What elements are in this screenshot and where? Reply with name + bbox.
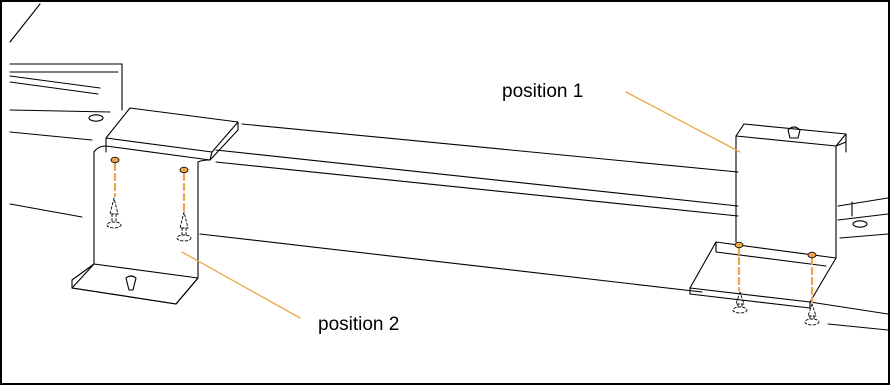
- screw-right-2: [804, 303, 820, 326]
- screw-paths: [113, 162, 814, 304]
- screws: [106, 197, 820, 326]
- label-position-2: position 2: [318, 314, 399, 335]
- bracket-position-1: [689, 123, 847, 309]
- screw-left-2: [176, 211, 192, 242]
- hole-right-2: [807, 251, 817, 259]
- hole-right-1: [734, 241, 744, 249]
- hole-left-1: [110, 156, 120, 164]
- screw-left-1: [106, 197, 122, 229]
- label-position-1: position 1: [502, 81, 583, 102]
- leader-lines: [181, 91, 741, 319]
- hole-left-2: [179, 166, 189, 174]
- bracket-position-2: [71, 107, 239, 305]
- screw-right-1: [732, 291, 748, 314]
- leader-position-1: [625, 91, 741, 153]
- table-frame: [9, 3, 888, 331]
- screw-holes: [110, 156, 817, 259]
- leader-position-2: [181, 251, 301, 319]
